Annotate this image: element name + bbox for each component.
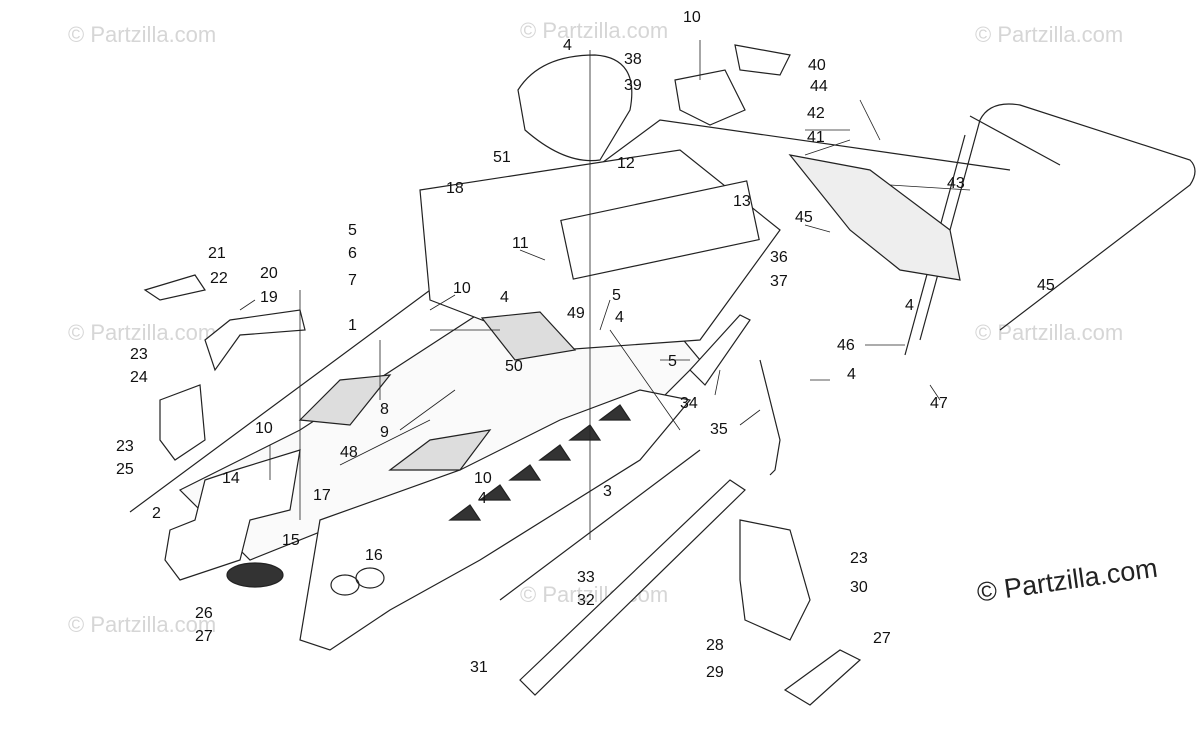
callout-23: 23 bbox=[116, 438, 134, 455]
callout-32: 32 bbox=[577, 592, 595, 609]
step-plate bbox=[739, 519, 811, 641]
callout-42: 42 bbox=[807, 105, 825, 122]
callout-19: 19 bbox=[260, 289, 278, 306]
callout-35: 35 bbox=[710, 421, 728, 438]
callout-23: 23 bbox=[850, 550, 868, 567]
callout-26: 26 bbox=[195, 605, 213, 622]
callout-4: 4 bbox=[847, 366, 856, 383]
callout-5: 5 bbox=[348, 222, 357, 239]
cap-26 bbox=[226, 562, 284, 588]
rail-tube bbox=[519, 479, 746, 696]
callout-49: 49 bbox=[567, 305, 585, 322]
callout-34: 34 bbox=[680, 395, 698, 412]
callout-6: 6 bbox=[348, 245, 357, 262]
callout-29: 29 bbox=[706, 664, 724, 681]
callout-4: 4 bbox=[615, 309, 624, 326]
callout-10: 10 bbox=[474, 470, 492, 487]
callout-3: 3 bbox=[603, 483, 612, 500]
watermark: © Partzilla.com bbox=[520, 18, 669, 43]
callout-1: 1 bbox=[348, 317, 357, 334]
cover-21 bbox=[143, 274, 206, 301]
side-plate bbox=[689, 314, 751, 386]
callout-14: 14 bbox=[222, 470, 240, 487]
callout-5: 5 bbox=[668, 353, 677, 370]
callout-27: 27 bbox=[873, 630, 891, 647]
callout-50: 50 bbox=[505, 358, 523, 375]
callout-21: 21 bbox=[208, 245, 226, 262]
callout-13: 13 bbox=[733, 193, 751, 210]
watermark: © Partzilla.com bbox=[975, 320, 1124, 345]
seat-cushion bbox=[517, 54, 633, 162]
vent-hole bbox=[330, 574, 360, 596]
callout-17: 17 bbox=[313, 487, 331, 504]
callout-28: 28 bbox=[706, 637, 724, 654]
callout-8: 8 bbox=[380, 401, 389, 418]
callout-45: 45 bbox=[795, 209, 813, 226]
callout-10: 10 bbox=[453, 280, 471, 297]
chain-bracket bbox=[759, 359, 781, 476]
rear-bracket bbox=[674, 69, 746, 126]
callout-5: 5 bbox=[612, 287, 621, 304]
callout-16: 16 bbox=[365, 547, 383, 564]
foot-mat bbox=[388, 429, 492, 471]
bracket-19 bbox=[204, 309, 306, 372]
callout-38: 38 bbox=[624, 51, 642, 68]
callout-4: 4 bbox=[500, 289, 509, 306]
callout-12: 12 bbox=[617, 155, 635, 172]
callout-20: 20 bbox=[260, 265, 278, 282]
callout-46: 46 bbox=[837, 337, 855, 354]
rail-bar bbox=[499, 449, 701, 601]
callout-47: 47 bbox=[930, 395, 948, 412]
callout-10: 10 bbox=[255, 420, 273, 437]
watermark: © Partzilla.com bbox=[68, 320, 217, 345]
callout-30: 30 bbox=[850, 579, 868, 596]
callout-23: 23 bbox=[130, 346, 148, 363]
callout-9: 9 bbox=[380, 424, 389, 441]
right-side-panel bbox=[299, 389, 692, 651]
heel-guard bbox=[783, 649, 862, 706]
callout-7: 7 bbox=[348, 272, 357, 289]
callout-39: 39 bbox=[624, 77, 642, 94]
callout-11: 11 bbox=[512, 235, 529, 252]
callout-4: 4 bbox=[478, 490, 487, 507]
reference-line bbox=[969, 115, 1061, 166]
callout-36: 36 bbox=[770, 249, 788, 266]
leader-lines bbox=[239, 40, 971, 540]
reference-line bbox=[129, 119, 1011, 513]
callout-24: 24 bbox=[130, 369, 148, 386]
callout-4: 4 bbox=[905, 297, 914, 314]
rear-bracket bbox=[734, 44, 791, 76]
rear-flap bbox=[788, 154, 961, 281]
callout-4: 4 bbox=[563, 37, 572, 54]
callout-37: 37 bbox=[770, 273, 788, 290]
watermark: © Partzilla.com bbox=[68, 22, 217, 47]
cover-24 bbox=[159, 384, 206, 461]
callout-18: 18 bbox=[446, 180, 464, 197]
vent-openings bbox=[448, 404, 632, 521]
callout-22: 22 bbox=[210, 270, 228, 287]
rear-bumper-loop bbox=[919, 103, 1196, 341]
foot-mat bbox=[480, 311, 577, 361]
callout-51: 51 bbox=[493, 149, 511, 166]
callout-45: 45 bbox=[1037, 277, 1055, 294]
watermark: © Partzilla.com bbox=[68, 612, 217, 637]
callout-40: 40 bbox=[808, 57, 826, 74]
callout-27: 27 bbox=[195, 628, 213, 645]
foot-mat bbox=[298, 374, 392, 426]
watermark: © Partzilla.com bbox=[975, 22, 1124, 47]
tunnel-plate bbox=[560, 180, 760, 280]
callout-48: 48 bbox=[340, 444, 358, 461]
callout-41: 41 bbox=[807, 129, 825, 146]
vent-hole bbox=[355, 567, 385, 589]
callout-15: 15 bbox=[282, 532, 300, 549]
callout-2: 2 bbox=[152, 505, 161, 522]
callout-44: 44 bbox=[810, 78, 828, 95]
callout-33: 33 bbox=[577, 569, 595, 586]
callout-43: 43 bbox=[947, 175, 965, 192]
callout-25: 25 bbox=[116, 461, 134, 478]
callout-31: 31 bbox=[470, 659, 488, 676]
callout-10: 10 bbox=[683, 9, 701, 26]
